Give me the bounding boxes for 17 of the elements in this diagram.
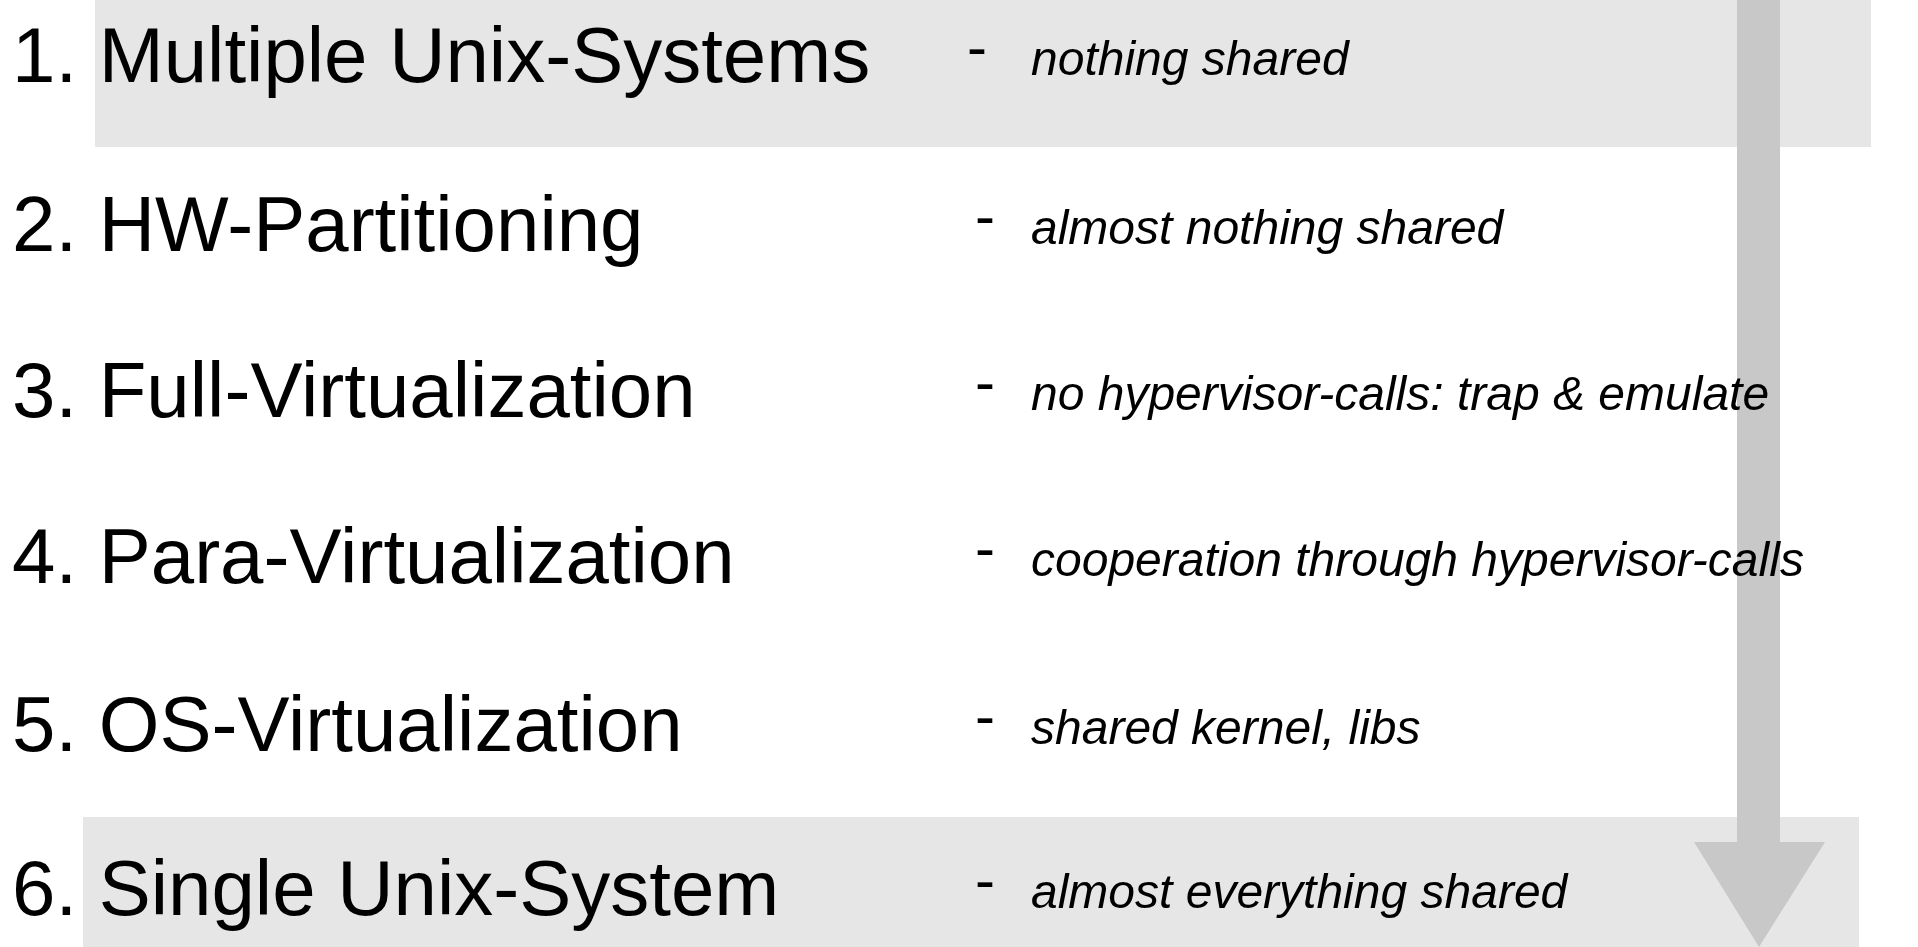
item-description: almost nothing shared [1031, 204, 1504, 252]
dash: - [975, 186, 995, 246]
list-item-heading: 3. Full-Virtualization [12, 351, 696, 429]
highlight-band [95, 0, 1871, 147]
dash: - [967, 17, 987, 77]
list-item-heading: 4. Para-Virtualization [12, 517, 735, 595]
item-description: no hypervisor-calls: trap & emulate [1031, 370, 1770, 418]
item-description: shared kernel, libs [1031, 704, 1421, 752]
item-description: nothing shared [1031, 35, 1349, 83]
highlight-band [83, 817, 1859, 947]
item-description: cooperation through hypervisor-calls [1031, 536, 1804, 584]
dash: - [975, 518, 995, 578]
dash: - [975, 850, 995, 910]
dash: - [975, 352, 995, 412]
dash: - [975, 686, 995, 746]
list-item-heading: 5. OS-Virtualization [12, 685, 683, 763]
item-description: almost everything shared [1031, 868, 1568, 916]
